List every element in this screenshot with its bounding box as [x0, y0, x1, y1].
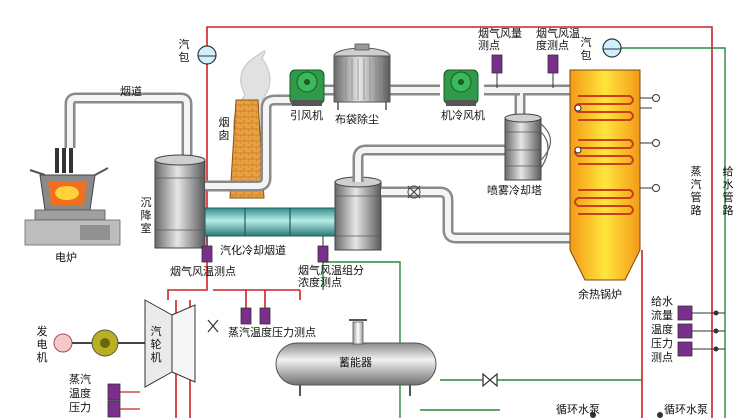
induced-fan: [289, 69, 325, 106]
spray-tower-label: 喷雾冷却塔: [487, 184, 542, 197]
flue-gas-temp-composition-label: 烟气风温组分浓度测点: [298, 264, 364, 289]
electric-furnace: [24, 148, 121, 246]
feedwater-sensors[interactable]: [677, 305, 725, 357]
waste-heat-boiler: [569, 69, 660, 281]
feedwater-points-label: 给水流量温度压力测点: [651, 295, 673, 364]
steam-temp-left-label: 蒸汽温度压力: [69, 373, 91, 414]
bag-filter-label: 布袋除尘: [335, 113, 379, 126]
circ-pump-2-label: 循环水泵: [664, 403, 708, 416]
settling-chamber: [154, 154, 206, 249]
vaporized-cooling-flue: [204, 207, 336, 237]
vaporized-cooling-flue-label: 汽化冷却烟道: [220, 244, 286, 257]
accumulator: [275, 319, 437, 396]
flue-gas-temp-sensor-left[interactable]: [201, 236, 213, 263]
machine-cooling-fan-label: 机冷风机: [441, 109, 485, 122]
bag-filter: [333, 43, 391, 110]
flue-gas-temp-measure-label: 烟气风温测点: [170, 265, 236, 278]
drum-right-label: 汽包: [580, 36, 592, 62]
circ-pump-markers[interactable]: [590, 412, 663, 418]
flue-gas-temp-sensor[interactable]: [547, 54, 559, 88]
steam-temp-pressure-label: 蒸汽温度压力测点: [228, 326, 316, 339]
feedwater-pipe-label: 给水管路: [722, 165, 734, 217]
accumulator-valve[interactable]: [482, 372, 498, 388]
chimney: [229, 50, 271, 199]
flue-label: 烟道: [120, 85, 142, 98]
flue-pipe: [64, 92, 193, 160]
flue-gas-flow-sensor[interactable]: [491, 54, 503, 88]
turbine: [144, 299, 196, 388]
turbine-valve[interactable]: [207, 319, 219, 333]
flue-gas-temp-point-label: 烟气风温度测点: [536, 27, 580, 52]
accumulator-label: 蓄能器: [339, 356, 372, 369]
machine-cooling-fan: [443, 69, 479, 106]
steam-sensors-left[interactable]: [107, 383, 140, 418]
turbine-label: 汽轮机: [150, 325, 162, 364]
steam-pipe-label: 蒸汽管路: [690, 165, 702, 217]
settling-chamber-label: 沉降室: [140, 196, 152, 235]
gas-pipes: [205, 84, 570, 244]
electric-furnace-label: 电炉: [55, 251, 77, 264]
generator-label: 发电机: [36, 325, 48, 364]
flue-gas-composition-sensor[interactable]: [317, 236, 329, 263]
flue-gas-flow-point-label: 烟气风量测点: [478, 27, 522, 52]
waste-heat-boiler-label: 余热锅炉: [578, 288, 622, 301]
drum-left-label: 汽包: [178, 38, 190, 64]
generator: [53, 329, 145, 357]
drum-right: [602, 38, 622, 58]
steam-temp-pressure-sensors[interactable]: [240, 307, 271, 325]
circ-pump-1-label: 循环水泵: [556, 403, 600, 416]
chimney-label: 烟囱: [218, 116, 230, 142]
spray-cooling-tower: [504, 113, 552, 181]
induced-fan-label: 引风机: [290, 109, 323, 122]
damper-valve[interactable]: [407, 185, 421, 199]
drum-left: [197, 45, 217, 65]
mixing-chamber: [334, 176, 382, 251]
